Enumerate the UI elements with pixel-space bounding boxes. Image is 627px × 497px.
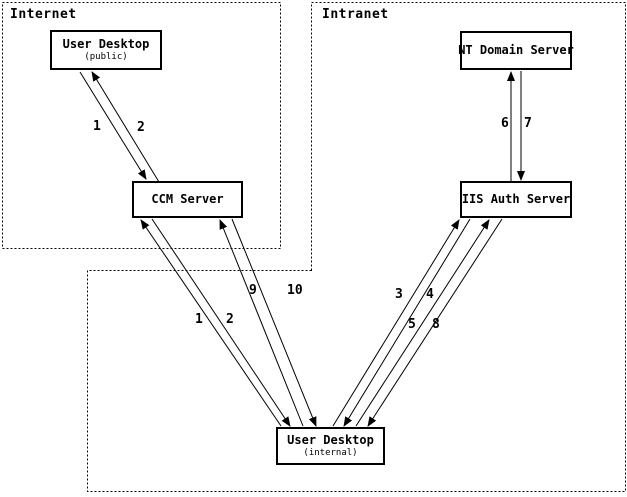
arrow-label-1-public: 1 bbox=[93, 119, 101, 134]
arrow-label-9: 9 bbox=[249, 283, 257, 298]
arrow-10-ccm-to-internal-desktop bbox=[231, 218, 317, 427]
arrow-label-1-internal: 1 bbox=[195, 312, 203, 327]
arrow-label-10: 10 bbox=[287, 283, 303, 298]
arrow-4-iis-to-internal-desktop bbox=[343, 218, 471, 427]
node-user-desktop-public: User Desktop (public) bbox=[50, 30, 162, 70]
arrow-label-8: 8 bbox=[432, 317, 440, 332]
arrow-5-internal-desktop-to-iis bbox=[355, 219, 490, 427]
arrow-label-3: 3 bbox=[395, 287, 403, 302]
node-iis-auth-server: IIS Auth Server bbox=[460, 181, 572, 218]
node-user-desktop-public-title: User Desktop bbox=[62, 36, 150, 51]
node-nt-domain-server-title: NT Domain Server bbox=[458, 42, 574, 57]
arrow-label-6: 6 bbox=[501, 116, 509, 131]
intranet-region-label: Intranet bbox=[322, 7, 389, 22]
arrow-label-2-internal: 2 bbox=[226, 312, 234, 327]
arrow-9-internal-desktop-to-ccm bbox=[219, 219, 304, 427]
arrow-1-internal-desktop-to-ccm bbox=[140, 219, 282, 427]
internet-region-label: Internet bbox=[10, 7, 77, 22]
node-user-desktop-public-subtitle: (public) bbox=[84, 51, 128, 62]
node-nt-domain-server: NT Domain Server bbox=[458, 31, 574, 70]
arrow-2-ccm-to-internal-desktop bbox=[151, 218, 291, 427]
arrow-1-public-desktop-to-ccm bbox=[79, 71, 147, 180]
node-ccm-server: CCM Server bbox=[132, 181, 243, 218]
arrow-2-ccm-to-public-desktop bbox=[91, 71, 160, 183]
arrow-label-2-public: 2 bbox=[137, 120, 145, 135]
intranet-region-outline bbox=[87, 2, 626, 492]
arrow-8-iis-to-internal-desktop bbox=[367, 218, 503, 427]
arrow-label-4: 4 bbox=[426, 287, 434, 302]
node-user-desktop-internal-subtitle: (internal) bbox=[303, 447, 358, 458]
node-user-desktop-internal: User Desktop (internal) bbox=[276, 427, 385, 465]
node-user-desktop-internal-title: User Desktop bbox=[287, 432, 374, 447]
internet-region-outline bbox=[2, 2, 281, 249]
node-iis-auth-server-title: IIS Auth Server bbox=[461, 191, 571, 206]
arrow-label-7: 7 bbox=[524, 116, 532, 131]
arrow-label-5: 5 bbox=[408, 317, 416, 332]
arrow-3-internal-desktop-to-iis bbox=[332, 219, 460, 427]
node-ccm-server-title: CCM Server bbox=[151, 191, 224, 206]
